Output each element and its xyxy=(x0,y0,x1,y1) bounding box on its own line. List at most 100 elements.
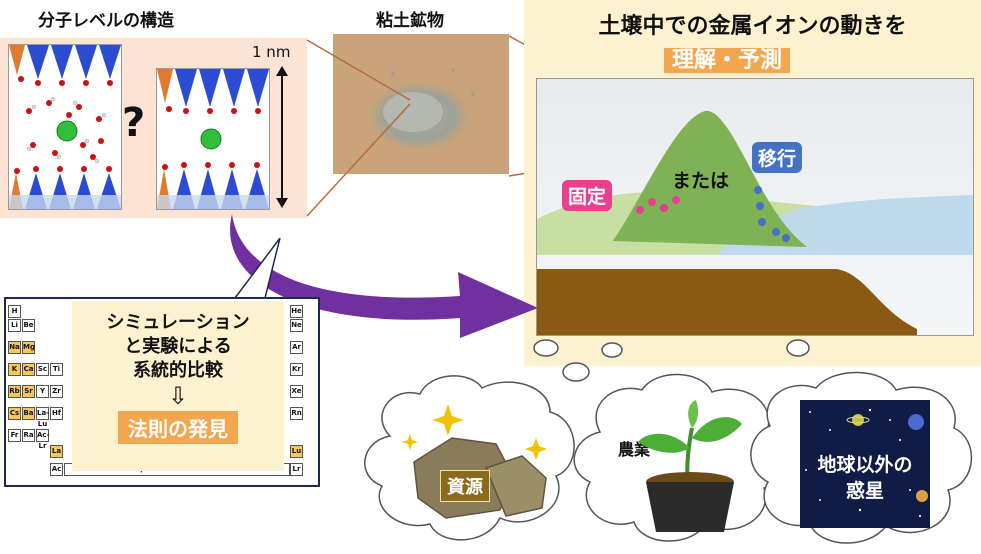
leaf-icon xyxy=(688,400,699,428)
structure-hydrated-drawing xyxy=(9,45,121,209)
element-cell: Rn xyxy=(290,407,303,420)
pot xyxy=(646,482,734,532)
tetrahedron xyxy=(175,69,197,107)
planets-line1: 地球以外の xyxy=(817,454,913,476)
sparkle-icon xyxy=(402,434,418,450)
element-cell: Ac xyxy=(50,463,63,476)
element-cell: Rb xyxy=(8,385,21,398)
element-cell: Lu xyxy=(290,445,303,458)
clay-photo xyxy=(333,34,509,174)
element-cell: Kr xyxy=(290,363,303,376)
structure-hydrated xyxy=(8,44,122,210)
callout-pointer xyxy=(230,237,290,303)
element-cell: Y xyxy=(36,385,49,398)
soil-layer xyxy=(537,269,917,335)
thought-bubbles xyxy=(533,339,810,382)
clay-title: 粘土鉱物 xyxy=(376,11,444,31)
element-cell: Ar xyxy=(290,341,303,354)
oxygen-atoms xyxy=(14,76,113,174)
resources-label: 資源 xyxy=(440,470,490,502)
migration-label: 移行 xyxy=(752,142,803,173)
element-cell: Fr xyxy=(8,429,21,442)
element-cell: Ac-Lr xyxy=(36,429,50,450)
soil-title-tag: 理解・予測 xyxy=(664,42,791,74)
oxygen-atoms xyxy=(162,106,261,170)
scale-arrow xyxy=(276,66,288,208)
element-cell: Be xyxy=(22,319,35,332)
rock xyxy=(484,455,547,517)
element-cell: Ti xyxy=(50,363,63,376)
sparkle-icon xyxy=(525,438,547,460)
hill xyxy=(613,110,807,247)
or-label: または xyxy=(672,170,730,192)
element-cell: Na xyxy=(8,341,21,354)
element-cell: Xe xyxy=(290,385,303,398)
element-cell: Zr xyxy=(50,385,63,398)
stars xyxy=(805,408,921,517)
planets-line2: 惑星 xyxy=(845,480,884,502)
tetrahedron xyxy=(51,45,73,79)
sparkle-icon xyxy=(432,404,464,436)
element-cell: Ne xyxy=(290,319,303,332)
plant-illustration xyxy=(638,400,742,532)
leaf-icon xyxy=(692,417,742,442)
galaxy-icon xyxy=(908,414,924,430)
octahedron xyxy=(9,45,25,75)
structure-dehydrated-drawing xyxy=(157,69,269,209)
element-cell: Ca xyxy=(22,363,35,376)
research-note: シミュレーション と実験による 系統的比較 ⇩ 法則の発見 xyxy=(72,301,284,471)
tetrahedron xyxy=(223,69,245,107)
tetrahedron xyxy=(99,45,121,79)
question-mark: ? xyxy=(122,100,146,146)
planet-icon xyxy=(916,490,928,502)
metal-ion xyxy=(200,128,222,150)
element-cell: Lr xyxy=(290,463,303,476)
research-line2: と実験による xyxy=(124,336,232,357)
rocks-illustration xyxy=(402,404,547,519)
scale-label: 1 nm xyxy=(252,43,291,61)
clay-powder-drawing xyxy=(369,68,475,150)
element-cell: K xyxy=(8,363,21,376)
research-line3: 系統的比較 xyxy=(133,360,223,381)
research-line1: シミュレーション xyxy=(106,312,250,333)
planets-label: 地球以外の 惑星 xyxy=(800,452,930,504)
element-cell: Mg xyxy=(22,341,35,354)
fixed-label: 固定 xyxy=(562,180,613,211)
element-cell: Ba xyxy=(22,407,35,420)
research-result: 法則の発見 xyxy=(118,411,238,444)
fixed-ions xyxy=(636,196,680,214)
leaf-icon xyxy=(638,433,690,453)
space-drawing xyxy=(805,408,928,517)
element-cell: Li xyxy=(8,319,21,332)
migrating-ions xyxy=(754,186,790,242)
down-arrow-icon: ⇩ xyxy=(167,382,189,410)
ion-dots xyxy=(636,186,790,242)
element-cell: La xyxy=(50,445,63,458)
cloud-agriculture xyxy=(573,373,787,542)
element-cell: H xyxy=(8,305,21,318)
soil-title-line2: 理解・予測 xyxy=(664,48,791,73)
element-cell: Ra xyxy=(22,429,35,442)
element-cell: Sr xyxy=(22,385,35,398)
soil-title-line1: 土壌中での金属イオンの動きを xyxy=(598,14,907,39)
element-cell: Sc xyxy=(36,363,49,376)
element-cell: La-Lu xyxy=(36,407,50,428)
tetrahedron xyxy=(27,45,49,79)
tetrahedron xyxy=(247,69,269,107)
soil-landscape xyxy=(536,78,974,336)
hydrogen-atoms xyxy=(26,96,107,164)
planet-icon xyxy=(852,414,864,426)
space-image: 地球以外の 惑星 xyxy=(800,400,930,528)
molecular-title: 分子レベルの構造 xyxy=(38,11,174,31)
metal-ion xyxy=(56,120,78,142)
flow-arrow xyxy=(230,214,539,338)
tetrahedron xyxy=(75,45,97,79)
octahedron xyxy=(157,69,173,103)
element-cell: Hf xyxy=(50,407,63,420)
structure-dehydrated xyxy=(156,68,270,210)
soil-landscape-drawing xyxy=(537,110,973,335)
element-cell: Cs xyxy=(8,407,21,420)
tetrahedron xyxy=(199,69,221,107)
agriculture-label: 農業 xyxy=(618,440,651,459)
element-cell: He xyxy=(290,305,303,318)
